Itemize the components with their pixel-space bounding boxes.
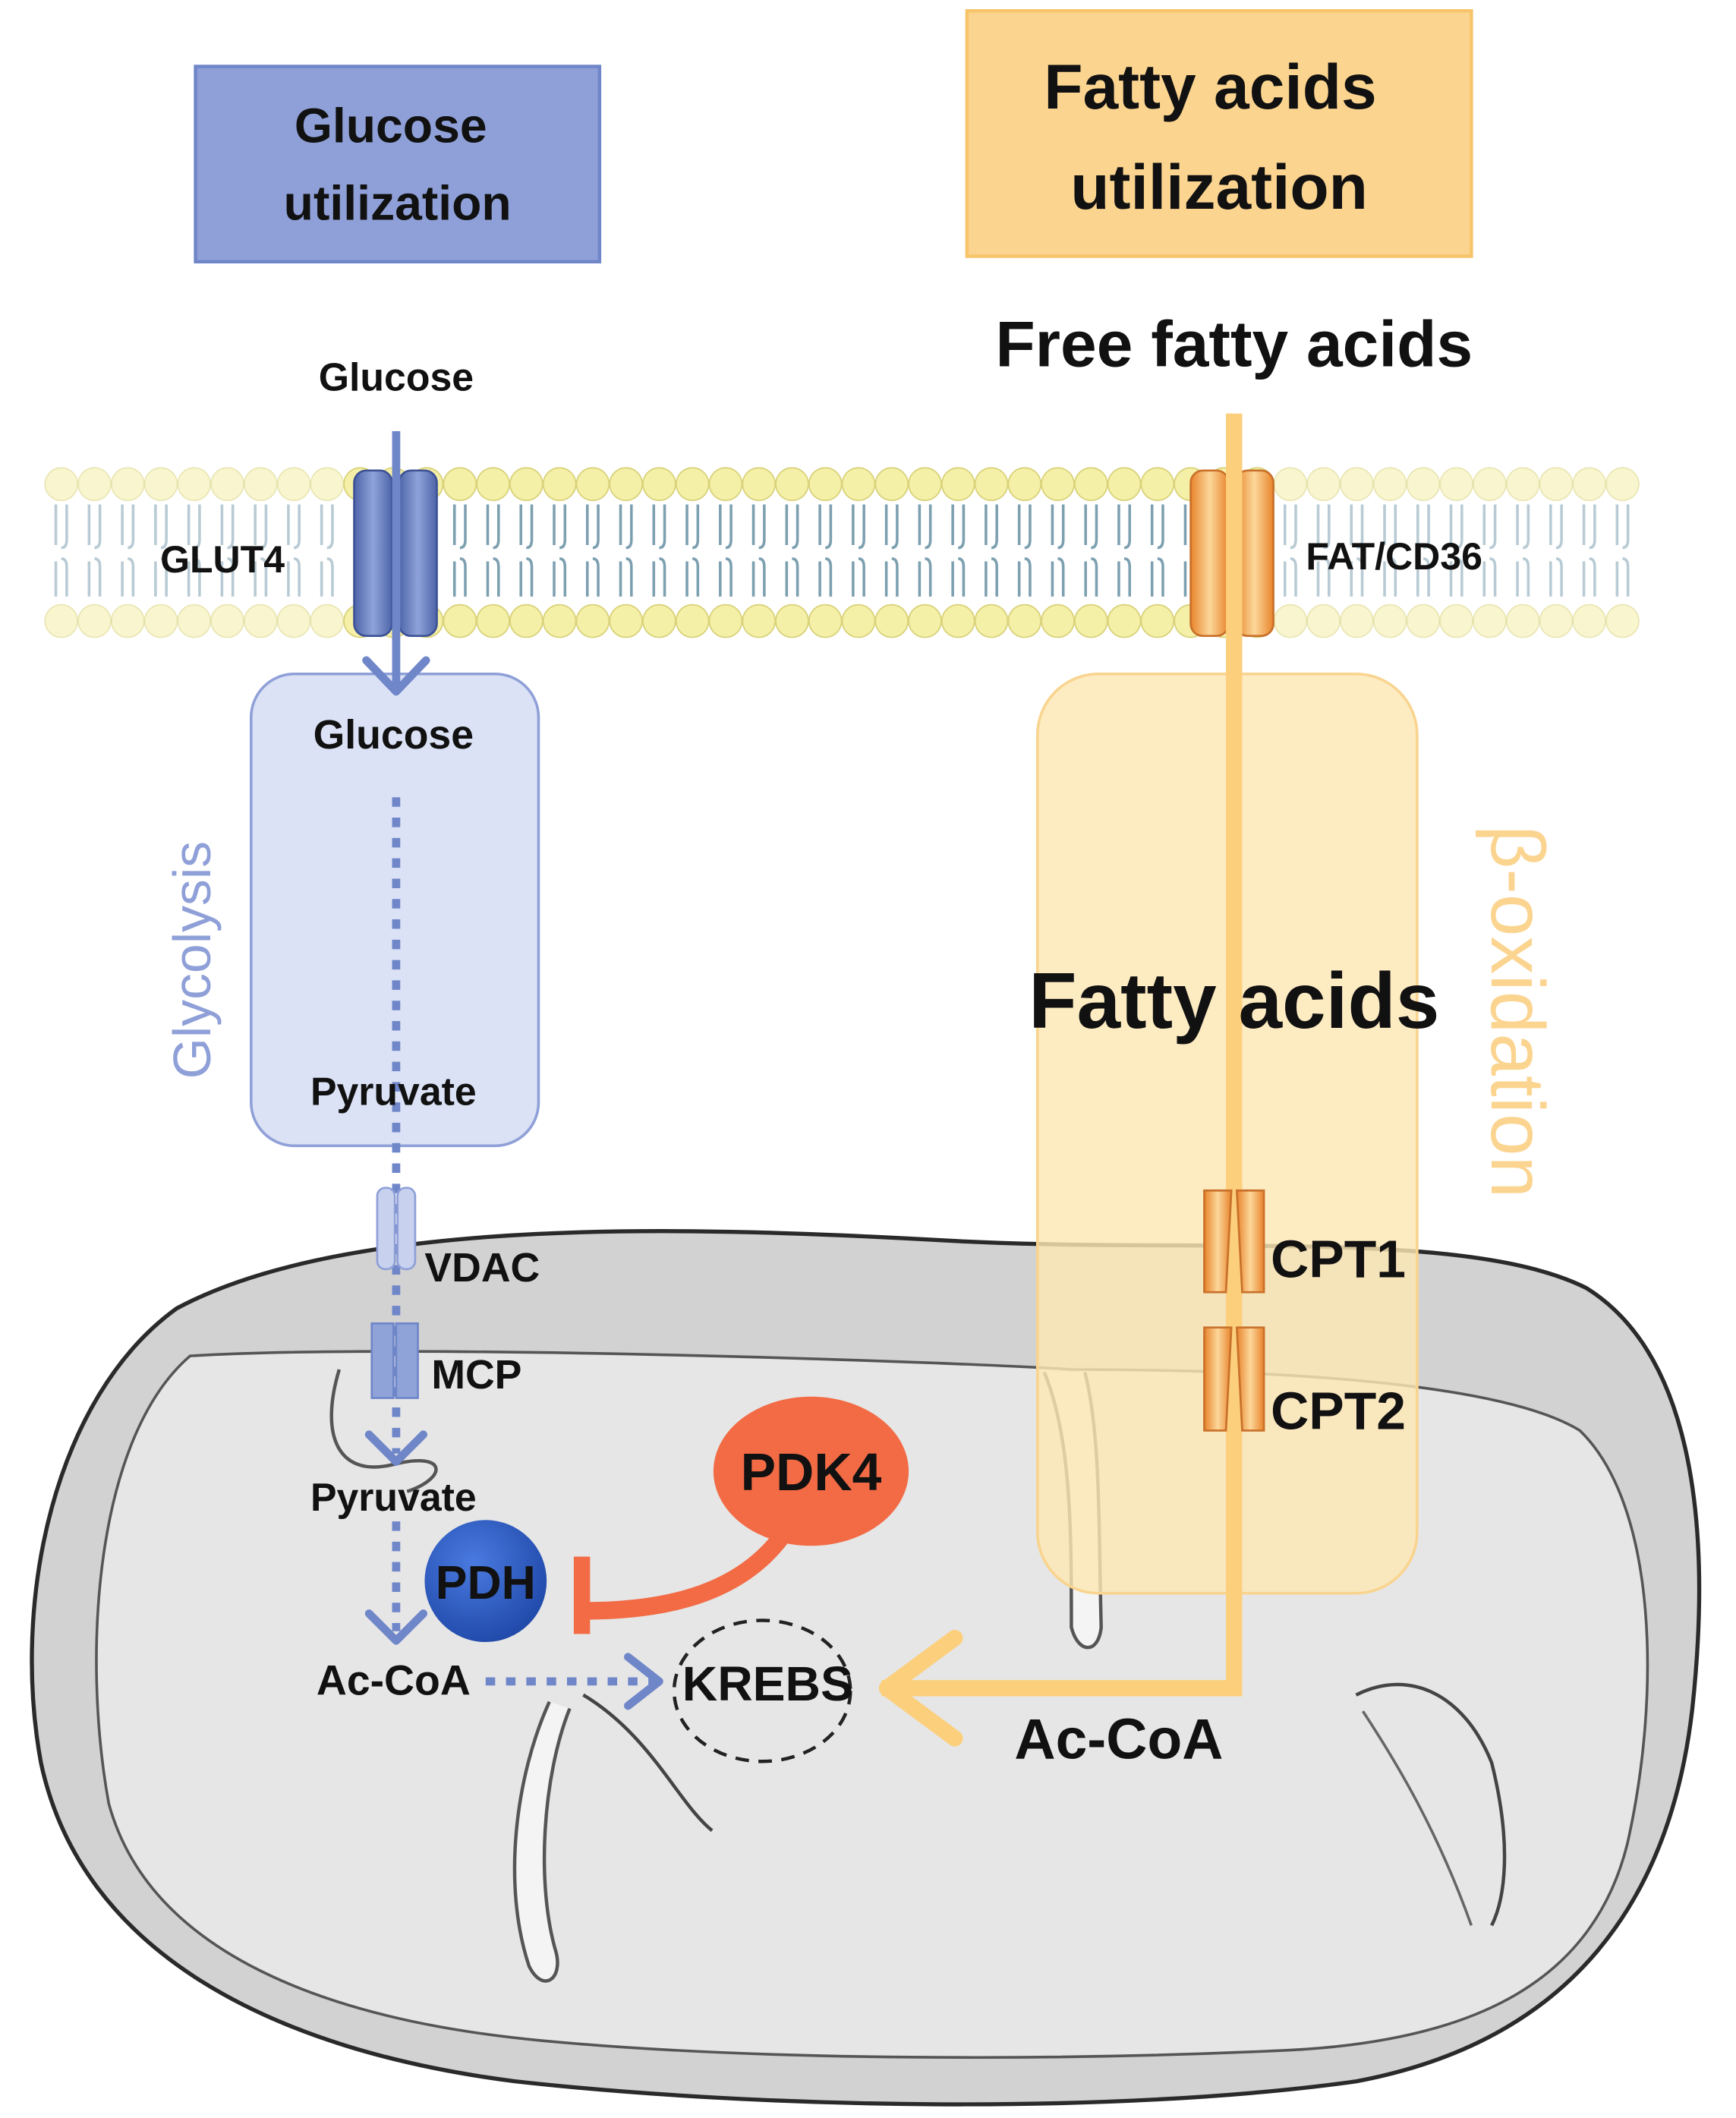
pdh-node — [424, 1520, 547, 1643]
svg-text:Glucose utilization: Glucose utilization — [284, 99, 512, 231]
crista — [512, 1700, 572, 1983]
crista — [582, 1693, 714, 1833]
pyruvate-mitochondria-label: Pyruvate — [310, 1475, 477, 1519]
cpt1-label: CPT1 — [1271, 1230, 1406, 1289]
crista — [329, 1369, 438, 1493]
glucose-flow — [362, 431, 663, 1710]
svg-text:Fatty acids utilization: Fatty acids utilization — [1044, 51, 1394, 222]
pdk4-node — [713, 1396, 909, 1546]
glucose-utilization-line-1: Glucose — [295, 99, 487, 153]
glycolysis-label: Glycolysis — [162, 841, 222, 1079]
mcp-label: MCP — [431, 1352, 521, 1398]
mitochondrion — [30, 1229, 1702, 2107]
vdac-label: VDAC — [424, 1245, 540, 1291]
beta-oxidation-label: β-oxidation — [1475, 825, 1560, 1198]
crista — [1361, 1710, 1473, 1926]
pdh-label: PDH — [436, 1556, 536, 1609]
free-fatty-acids-label: Free fatty acids — [995, 307, 1473, 380]
cpt2-label: CPT2 — [1271, 1382, 1406, 1441]
glucose-utilization-line-2: utilization — [284, 175, 512, 230]
fatty-acids-utilization-line-2: utilization — [1070, 151, 1368, 222]
fatty-acid-flow — [878, 413, 1243, 1747]
glucose-utilization-box: Glucose utilization — [194, 65, 602, 263]
mcp-carrier — [370, 1322, 419, 1399]
vdac-channel — [376, 1187, 417, 1271]
pdk4-label: PDK4 — [741, 1442, 882, 1502]
fat-cd36-transporter — [1189, 469, 1274, 638]
glucose-extracellular-label: Glucose — [319, 355, 474, 399]
fatty-acids-utilization-line-1: Fatty acids — [1044, 51, 1377, 122]
cpt2-carrier — [1203, 1326, 1265, 1432]
crista — [1355, 1682, 1507, 1927]
cpt1-carrier — [1203, 1189, 1265, 1294]
pdk4-inhibition — [573, 1530, 789, 1634]
fatty-acids-label: Fatty acids — [1029, 957, 1439, 1045]
glut4-label: GLUT4 — [160, 538, 285, 581]
glut4-transporter — [353, 469, 438, 638]
ac-coa-glucose-label: Ac-CoA — [317, 1657, 471, 1704]
glucose-intracellular-label: Glucose — [313, 712, 474, 758]
krebs-cycle — [672, 1618, 852, 1763]
fat-cd36-label: FAT/CD36 — [1306, 535, 1482, 578]
krebs-label: KREBS — [682, 1656, 853, 1711]
pyruvate-cytosol-label: Pyruvate — [310, 1070, 477, 1114]
fatty-acids-utilization-box: Fatty acids utilization — [965, 9, 1473, 258]
ac-coa-fatty-acid-label: Ac-CoA — [1014, 1707, 1223, 1771]
